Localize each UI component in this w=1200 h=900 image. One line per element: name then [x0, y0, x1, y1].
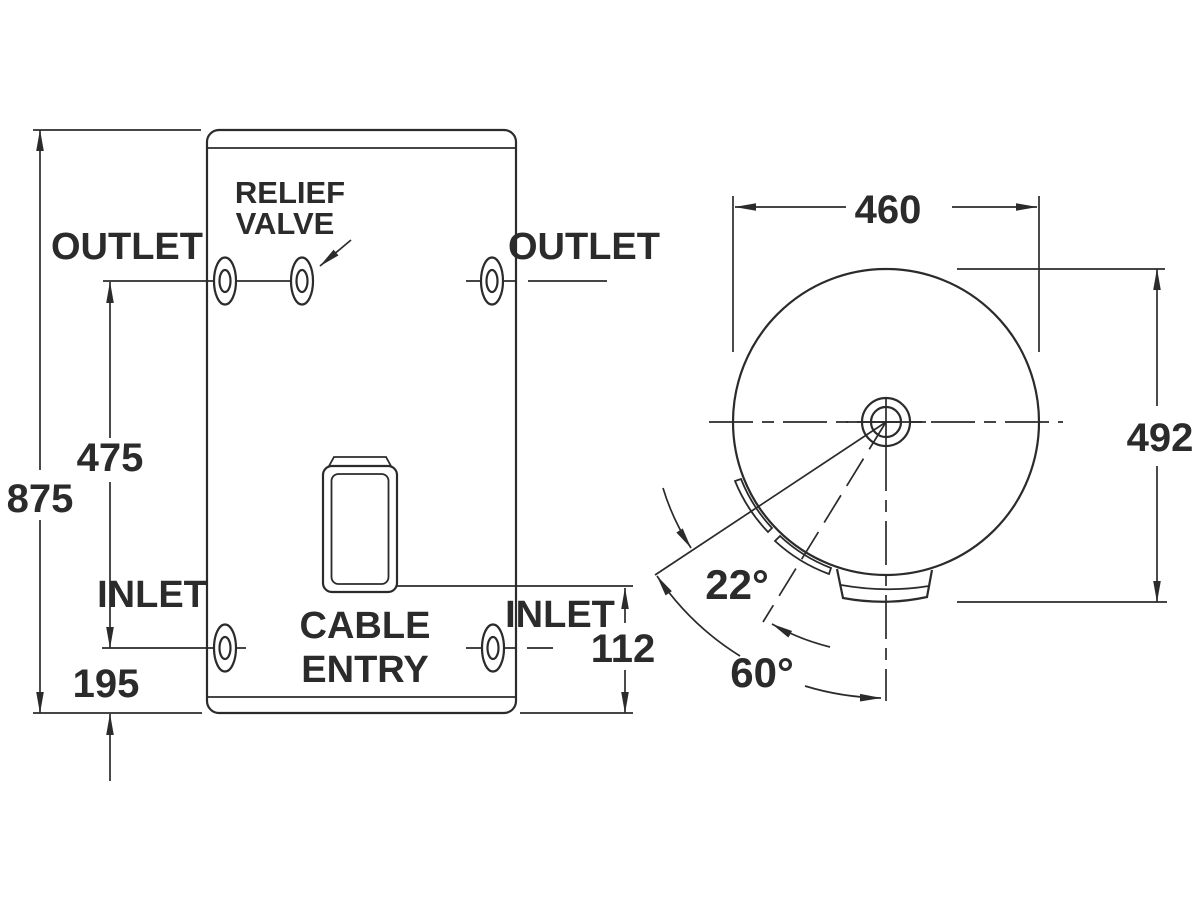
inlet-label-right: INLET [505, 594, 615, 636]
dim-60deg-value: 60° [730, 649, 794, 696]
relief-valve-fitting [289, 256, 315, 306]
dim-22deg-arc-upper [662, 487, 692, 549]
dim-112-value: 112 [591, 627, 656, 671]
front-view: RELIEF VALVE OUTLET OUTLET INLET INLET C… [7, 128, 660, 781]
inlet-fitting-right [480, 623, 506, 673]
dim-195-value: 195 [73, 662, 140, 706]
dim-475-value: 475 [77, 436, 144, 480]
dim-460-value: 460 [855, 188, 922, 232]
inlet-angle-reference-line [654, 421, 887, 576]
dim-22deg-value: 22° [705, 561, 769, 608]
outlet-label-left: OUTLET [51, 226, 203, 268]
mounting-strap-upper-segment [733, 477, 774, 534]
relief-valve-pointer-arrow [319, 239, 352, 267]
tank-outline [205, 128, 518, 715]
dim-22deg-arc-lower [771, 623, 831, 648]
dim-60deg-arc-left [656, 575, 741, 657]
mounting-strap-lower-segment [773, 534, 833, 576]
relief-angle-reference-line [762, 421, 887, 623]
cable-entry-label-line1: CABLE [300, 605, 431, 647]
inlet-fitting-left [212, 623, 238, 673]
dim-60deg-arc-right [804, 685, 882, 702]
dim-875-value: 875 [7, 477, 74, 521]
top-view: 460 492 22° 60° [654, 188, 1194, 702]
relief-valve-label-line2: VALVE [236, 206, 335, 241]
cable-entry-panel [321, 456, 399, 594]
inlet-label-left: INLET [97, 574, 207, 616]
outlet-label-right: OUTLET [508, 226, 660, 268]
cable-entry-label-line2: ENTRY [301, 649, 428, 691]
outlet-fitting-left [212, 256, 238, 306]
relief-valve-label-line1: RELIEF [235, 175, 345, 210]
foot-base [835, 568, 934, 603]
outlet-fitting-right [479, 256, 505, 306]
dim-492-value: 492 [1127, 416, 1194, 460]
